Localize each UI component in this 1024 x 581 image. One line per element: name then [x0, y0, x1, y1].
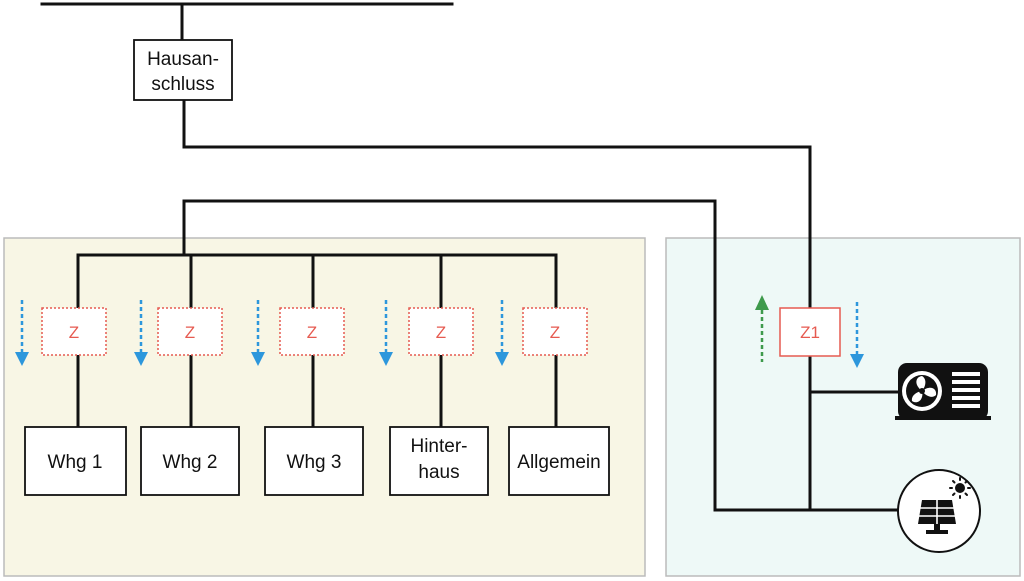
consumer-label: Whg 2 — [163, 452, 218, 473]
consumer-label: Whg 3 — [287, 452, 342, 473]
arrow-up-icon — [755, 295, 769, 310]
meter-label: Z — [550, 323, 560, 342]
meter-label: Z — [436, 323, 446, 342]
arrow-down-icon — [495, 352, 509, 366]
consumer-box — [140, 426, 240, 496]
arrow-down-icon — [379, 352, 393, 366]
meter-label: Z — [185, 323, 195, 342]
meter-label: Z — [69, 323, 79, 342]
house-connection-label-2: schluss — [151, 74, 214, 95]
heat-pump-icon — [895, 363, 991, 420]
bottom-return — [182, 199, 717, 512]
main-meter: Z1 — [779, 307, 841, 357]
consumer-label-2: haus — [418, 462, 459, 483]
meter-box — [279, 307, 345, 356]
consumer-box — [24, 426, 127, 496]
main-meter-label: Z1 — [800, 323, 820, 342]
consumer-box — [264, 426, 364, 496]
arrow-heads-down — [15, 352, 864, 368]
meter-box — [157, 307, 223, 356]
sub-meters — [41, 307, 588, 356]
arrow-down-icon — [134, 352, 148, 366]
house-connection-label-1: Hausan- — [147, 49, 219, 70]
consumer-box — [508, 426, 610, 496]
consumption-arrows — [20, 300, 859, 354]
arrow-down-icon — [15, 352, 29, 366]
left-panel — [3, 237, 646, 577]
solar-panel-icon — [897, 469, 981, 553]
arrow-down-icon — [850, 354, 864, 368]
meter-box — [41, 307, 107, 356]
wiring — [40, 2, 902, 512]
meter-box — [522, 307, 588, 356]
consumer-boxes — [24, 426, 610, 496]
meter-label: Z — [307, 323, 317, 342]
consumer-label: Hinter- — [410, 436, 467, 457]
consumer-label: Allgemein — [517, 452, 600, 473]
consumer-label: Whg 1 — [48, 452, 103, 473]
arrow-down-icon — [251, 352, 265, 366]
meter-box — [408, 307, 474, 356]
house-connection: Hausan- schluss — [133, 39, 233, 101]
feed-to-z1 — [182, 98, 812, 310]
consumer-box — [389, 426, 489, 496]
